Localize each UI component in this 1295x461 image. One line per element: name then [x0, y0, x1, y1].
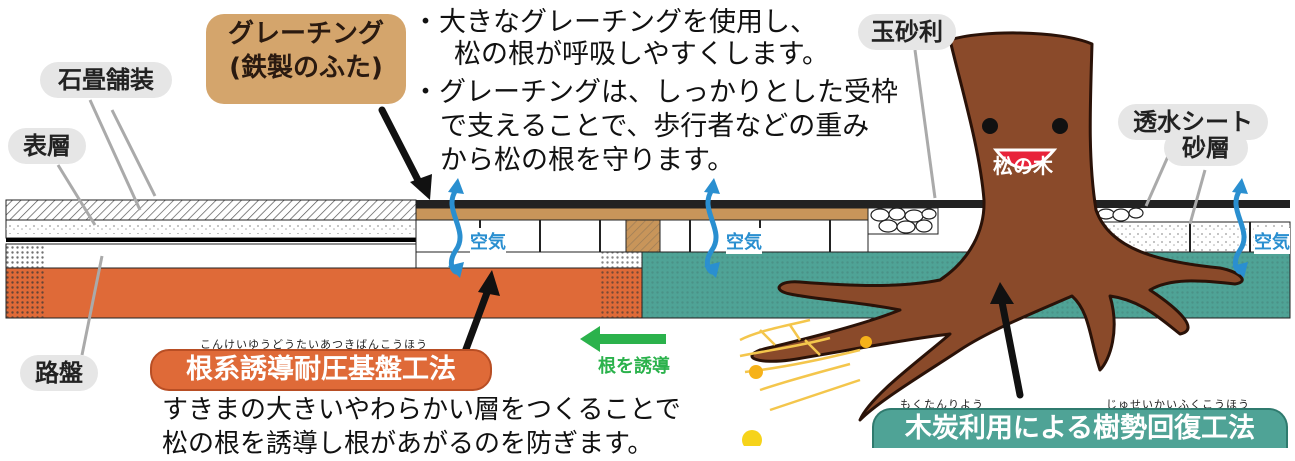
air-label-1: 空気 — [470, 228, 506, 254]
method-right-title: 木炭利用による樹勢回復工法 — [872, 408, 1288, 448]
sand-layer-label: 砂層 — [1164, 130, 1248, 166]
grating-label-line2: (鉄製のふた) — [229, 52, 383, 83]
air-arrowheads — [448, 178, 1248, 278]
cross-section-illustration — [5, 31, 1291, 446]
orange-base-layer — [5, 267, 643, 319]
note-2-line-3: から松の根を守ります。 — [440, 145, 735, 176]
method-left-reading: こんけいゆうどうたいあつきばんこうほう — [200, 338, 428, 351]
air-label-2: 空気 — [726, 228, 762, 254]
note-1-line-1: 大きなグレーチングを使用し、 — [412, 6, 817, 40]
grating-label: グレーチング (鉄製のふた) — [206, 14, 406, 104]
charcoal-spot — [749, 365, 763, 379]
method-left-title: 根系誘導耐圧基盤工法 — [150, 349, 492, 391]
tree-mouth — [992, 148, 1058, 170]
method-right-reading-1: もくたんりよう — [900, 398, 984, 411]
pine-tree-illustration — [750, 31, 1244, 422]
tree-eye-right — [1052, 118, 1068, 134]
note-2-line-2: で支えることで、歩行者などの重み — [440, 111, 870, 142]
green-guide-arrow — [580, 326, 666, 352]
roadbed-label: 路盤 — [20, 355, 98, 391]
method-left-desc-1: すきまの大きいやわらかい層をつくることで — [162, 395, 681, 425]
air-label-3: 空気 — [1254, 228, 1290, 254]
charcoal-spot — [860, 336, 872, 348]
diagram-canvas: 石畳舗装 表層 路盤 グレーチング (鉄製のふた) 大きなグレーチングを使用し、… — [0, 0, 1295, 446]
black-arrows — [378, 106, 1024, 399]
note-2-line-1: グレーチングは、しっかりとした受枠 — [412, 76, 898, 110]
tree-eye-left — [982, 118, 998, 134]
method-left-desc-2: 松の根を誘導し根があがるのを防ぎます。 — [162, 429, 654, 459]
gravel-label: 玉砂利 — [858, 14, 956, 50]
method-right-reading-2: じゅせいかいふくこうほう — [1106, 398, 1250, 411]
black-arrowheads — [410, 174, 1014, 304]
pavement-left — [5, 199, 643, 319]
charcoal-spot — [742, 430, 762, 446]
grating-label-line1: グレーチング — [227, 19, 384, 49]
guide-roots-label: 根を誘導 — [598, 356, 670, 377]
yellow-root-tendrils — [739, 318, 861, 412]
surface-layer-label: 表層 — [8, 128, 86, 164]
pine-tree-label: 松の木 — [993, 154, 1053, 178]
stone-paving-label: 石畳舗装 — [40, 62, 172, 98]
note-1-line-2: 松の根が呼吸しやすくします。 — [454, 39, 830, 70]
